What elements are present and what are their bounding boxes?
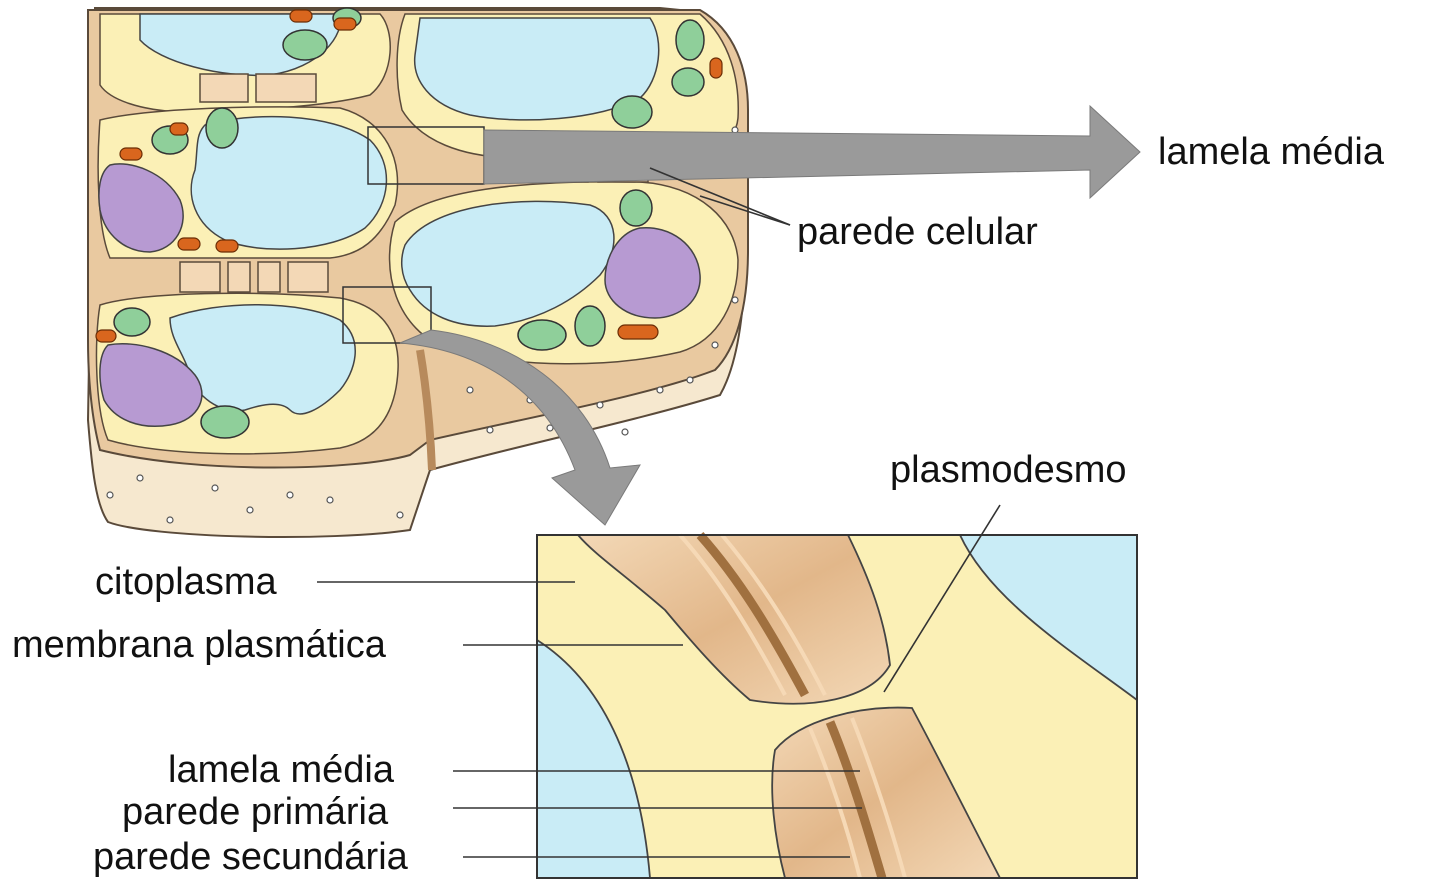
chloroplast xyxy=(575,306,605,346)
tissue-block xyxy=(88,8,748,537)
chloroplast xyxy=(620,190,652,226)
mitochondrion xyxy=(178,238,200,250)
label-plasmodesmo: plasmodesmo xyxy=(890,451,1127,489)
label-parede-primaria: parede primária xyxy=(122,793,388,831)
chloroplast xyxy=(114,308,150,336)
label-lamela-media-bottom: lamela média xyxy=(168,751,394,789)
mitochondrion xyxy=(618,325,658,339)
chloroplast xyxy=(206,108,238,148)
mitochondrion xyxy=(216,240,238,252)
chloroplast xyxy=(283,30,327,60)
chloroplast xyxy=(518,320,566,350)
mitochondrion xyxy=(334,18,356,30)
label-citoplasma: citoplasma xyxy=(95,563,277,601)
label-parede-celular: parede celular xyxy=(797,213,1038,251)
mitochondrion xyxy=(170,123,188,135)
chloroplast xyxy=(612,96,652,128)
label-lamela-media-top: lamela média xyxy=(1158,133,1384,171)
detail-box xyxy=(537,535,1137,878)
mitochondrion xyxy=(290,10,312,22)
chloroplast xyxy=(676,20,704,60)
mitochondrion xyxy=(710,58,722,78)
label-membrana-plasmatica: membrana plasmática xyxy=(12,626,386,664)
chloroplast xyxy=(201,406,249,438)
mitochondrion xyxy=(120,148,142,160)
chloroplast xyxy=(672,68,704,96)
mitochondrion xyxy=(96,330,116,342)
label-parede-secundaria: parede secundária xyxy=(93,838,408,876)
